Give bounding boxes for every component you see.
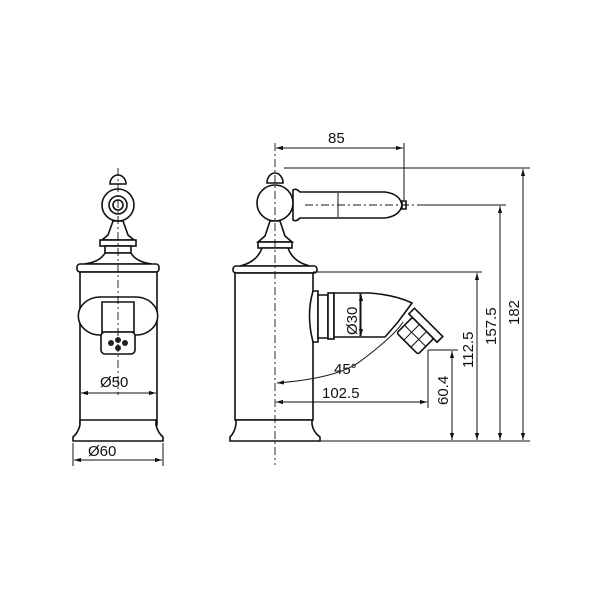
- side-base: [229, 419, 321, 442]
- dim-label-d30: Ø30: [344, 307, 361, 335]
- side-nozzle: [396, 307, 444, 355]
- dim-label-157-5: 157.5: [483, 307, 500, 345]
- dim-arc-45: [276, 321, 404, 385]
- dim-label-60-4: 60.4: [435, 376, 452, 405]
- side-spout: [333, 292, 414, 338]
- side-body: [234, 272, 314, 421]
- dim-label-d60: Ø60: [88, 443, 116, 460]
- front-view: Ø50 Ø60: [72, 168, 164, 466]
- dim-label-85: 85: [328, 130, 345, 147]
- dim-label-112-5: 112.5: [460, 332, 477, 368]
- dim-label-d50: Ø50: [100, 374, 128, 391]
- dim-label-45: 45°: [334, 361, 357, 378]
- dim-label-102-5: 102.5: [322, 385, 360, 402]
- front-base: [72, 419, 164, 442]
- dim-label-182: 182: [506, 300, 523, 325]
- side-view: 85 182 157.5 112.5 60.4 102.5 45° Ø30: [229, 130, 530, 465]
